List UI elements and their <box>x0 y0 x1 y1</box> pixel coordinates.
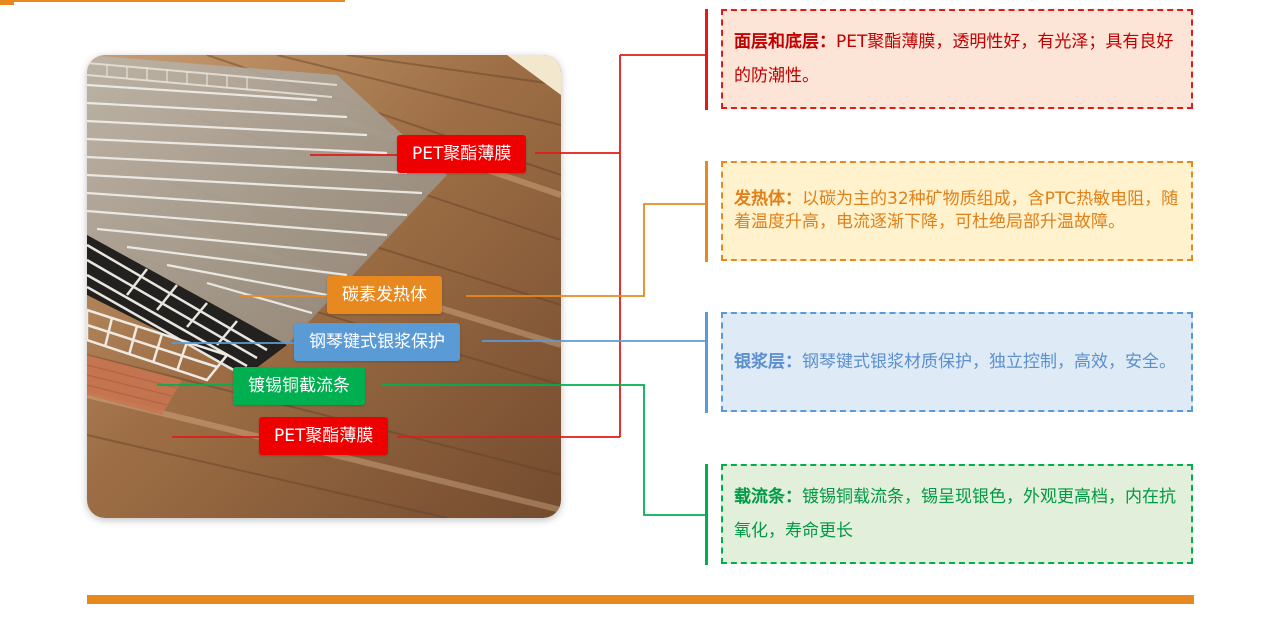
accent-bar-green <box>705 464 708 565</box>
desc-silver-layer-body: 钢琴键式银浆材质保护，独立控制，高效，安全。 <box>802 352 1176 372</box>
desc-silver-layer-title: 银浆层： <box>734 352 802 372</box>
top-accent-rule <box>0 0 345 2</box>
label-pet-film-bottom: PET聚酯薄膜 <box>259 417 389 455</box>
desc-heating-element-title: 发热体： <box>734 189 802 209</box>
desc-current-strip: 载流条：镀锡铜载流条，锡呈现银色，外观更高档，内在抗氧化，寿命更长 <box>721 464 1193 564</box>
label-carbon-heater: 碳素发热体 <box>327 276 442 314</box>
desc-current-strip-text: 载流条：镀锡铜载流条，锡呈现银色，外观更高档，内在抗氧化，寿命更长 <box>734 480 1179 548</box>
bottom-accent-bar <box>87 595 1194 604</box>
desc-silver-layer-text: 银浆层：钢琴键式银浆材质保护，独立控制，高效，安全。 <box>734 345 1176 379</box>
label-silver-paste: 钢琴键式银浆保护 <box>294 323 460 361</box>
top-accent-tick <box>0 0 14 5</box>
label-copper-strip: 镀锡铜截流条 <box>233 367 365 405</box>
accent-bar-red <box>705 9 708 110</box>
desc-film-layers-body: PET聚酯薄膜，透明性好，有光泽；具有良好的防潮性。 <box>734 32 1174 86</box>
desc-heating-element-text: 发热体：以碳为主的32种矿物质组成，含PTC热敏电阻，随着温度升高，电流逐渐下降… <box>734 188 1179 234</box>
accent-bar-blue <box>705 312 708 413</box>
desc-film-layers-text: 面层和底层：PET聚酯薄膜，透明性好，有光泽；具有良好的防潮性。 <box>734 25 1179 93</box>
label-pet-film-top: PET聚酯薄膜 <box>397 135 527 173</box>
desc-current-strip-title: 载流条： <box>734 487 802 507</box>
desc-film-layers-title: 面层和底层： <box>734 32 836 52</box>
desc-film-layers: 面层和底层：PET聚酯薄膜，透明性好，有光泽；具有良好的防潮性。 <box>721 9 1193 109</box>
desc-heating-element: 发热体：以碳为主的32种矿物质组成，含PTC热敏电阻，随着温度升高，电流逐渐下降… <box>721 161 1193 261</box>
desc-current-strip-body: 镀锡铜载流条，锡呈现银色，外观更高档，内在抗氧化，寿命更长 <box>734 487 1176 541</box>
desc-silver-layer: 银浆层：钢琴键式银浆材质保护，独立控制，高效，安全。 <box>721 312 1193 412</box>
accent-bar-orange <box>705 161 708 262</box>
desc-heating-element-body: 以碳为主的32种矿物质组成，含PTC热敏电阻，随着温度升高，电流逐渐下降，可杜绝… <box>734 189 1179 232</box>
